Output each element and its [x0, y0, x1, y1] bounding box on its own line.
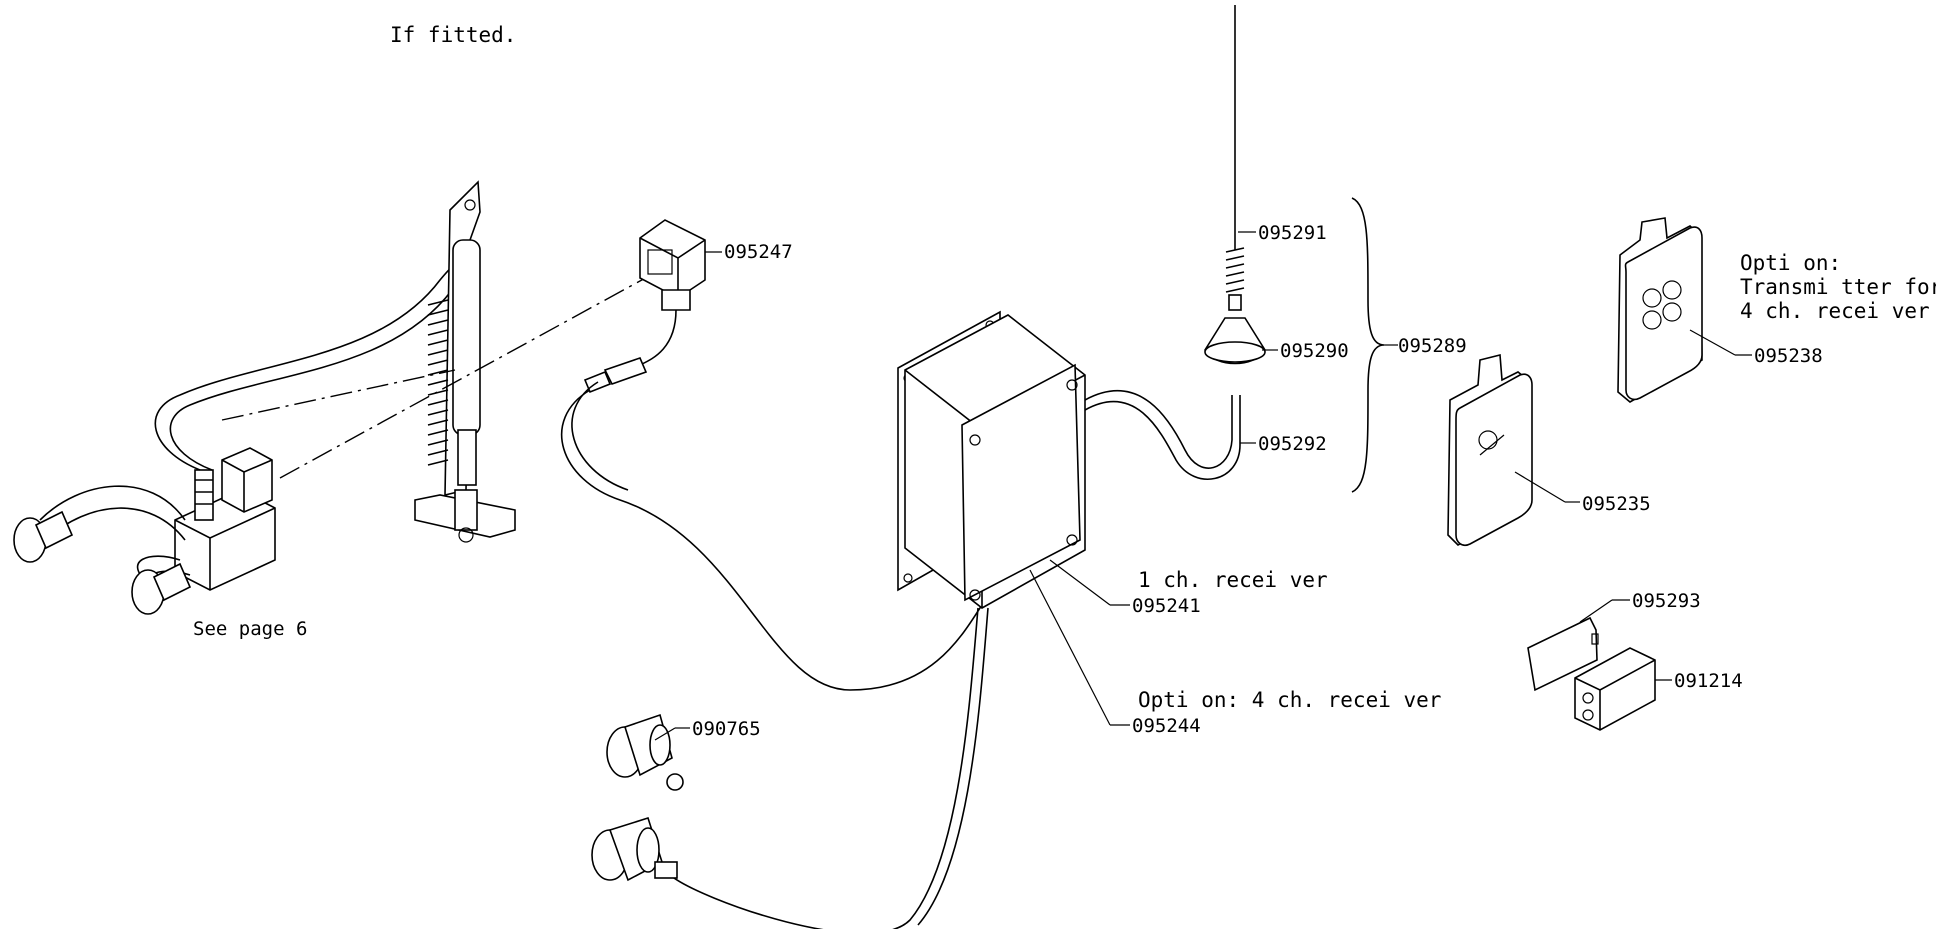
receiver-4ch-note: Opti on: 4 ch. recei ver [1138, 688, 1441, 712]
label-095238: 095238 [1754, 345, 1823, 367]
transmitter-1ch [1447, 353, 1533, 547]
option-transmitter-line2: Transmi tter for [1740, 275, 1936, 299]
label-095291: 095291 [1258, 222, 1327, 244]
battery-cover [1527, 616, 1599, 692]
label-095293: 095293 [1632, 590, 1701, 612]
label-095247: 095247 [724, 241, 793, 263]
see-page-note: See page 6 [193, 618, 307, 640]
label-090765: 090765 [692, 718, 761, 740]
label-095241: 095241 [1132, 595, 1201, 617]
cable-plug [591, 816, 678, 882]
label-095244: 095244 [1132, 715, 1201, 737]
battery [1574, 647, 1656, 731]
label-095290: 095290 [1280, 340, 1349, 362]
valve-block-assembly: See page 6 [13, 261, 471, 640]
plug-connector [561, 219, 986, 691]
transmitter-4ch [1617, 217, 1703, 403]
label-091214: 091214 [1674, 670, 1743, 692]
receiver-box [669, 310, 1086, 929]
antenna [1204, 5, 1266, 365]
cylinder-bracket-assembly [414, 180, 516, 543]
label-095289: 095289 [1398, 335, 1467, 357]
cut-off-note: If fitted. [390, 23, 516, 47]
option-transmitter-line1: Opti on: [1740, 251, 1841, 275]
label-095235: 095235 [1582, 493, 1651, 515]
socket-connector [606, 713, 684, 791]
option-transmitter-line3: 4 ch. recei ver [1740, 299, 1930, 323]
label-095292: 095292 [1258, 433, 1327, 455]
receiver-1ch-note: 1 ch. recei ver [1138, 568, 1328, 592]
